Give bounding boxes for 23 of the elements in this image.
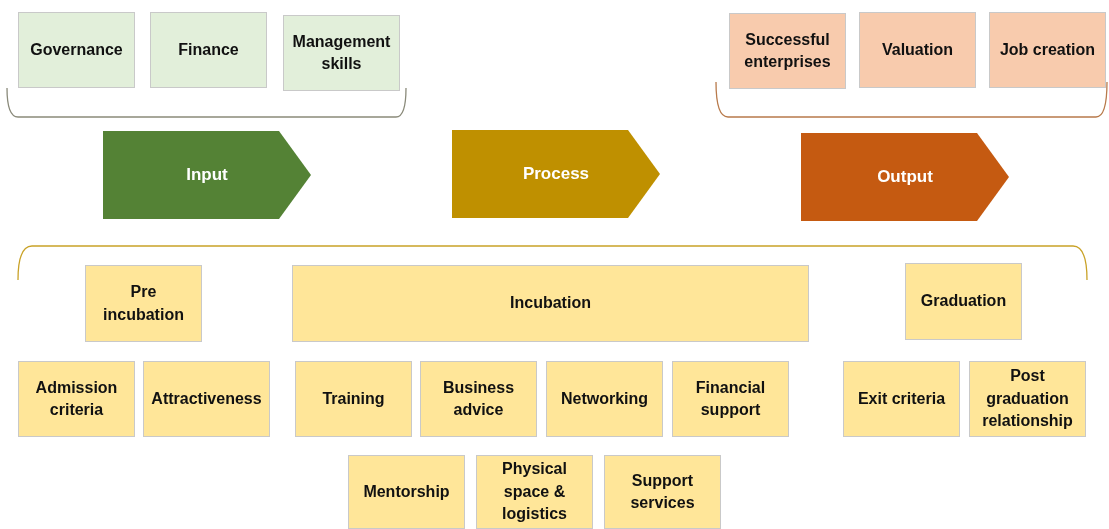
stage-label: Input: [186, 164, 228, 187]
phase-box: Pre incubation: [85, 265, 202, 342]
stage-label: Process: [522, 163, 590, 186]
activity-box: Networking: [546, 361, 663, 437]
activity-box: Mentorship: [348, 455, 465, 529]
outcome-box: Job creation: [989, 12, 1106, 88]
activity-box: Business advice: [420, 361, 537, 437]
activity-box: Support services: [604, 455, 721, 529]
phase-box: Incubation: [292, 265, 809, 342]
activity-box: Post graduation relationship: [969, 361, 1086, 437]
input-factor-box: Management skills: [283, 15, 400, 91]
activity-box: Training: [295, 361, 412, 437]
activity-box: Financial support: [672, 361, 789, 437]
activity-box: Admission criteria: [18, 361, 135, 437]
stage-label: Output: [877, 166, 933, 189]
outcome-box: Valuation: [859, 12, 976, 88]
activity-box: Attractiveness: [143, 361, 270, 437]
input-factor-box: Finance: [150, 12, 267, 88]
phase-box: Graduation: [905, 263, 1022, 340]
activity-box: Physical space & logistics: [476, 455, 593, 529]
outcome-box: Successful enterprises: [729, 13, 846, 89]
input-factor-box: Governance: [18, 12, 135, 88]
activity-box: Exit criteria: [843, 361, 960, 437]
